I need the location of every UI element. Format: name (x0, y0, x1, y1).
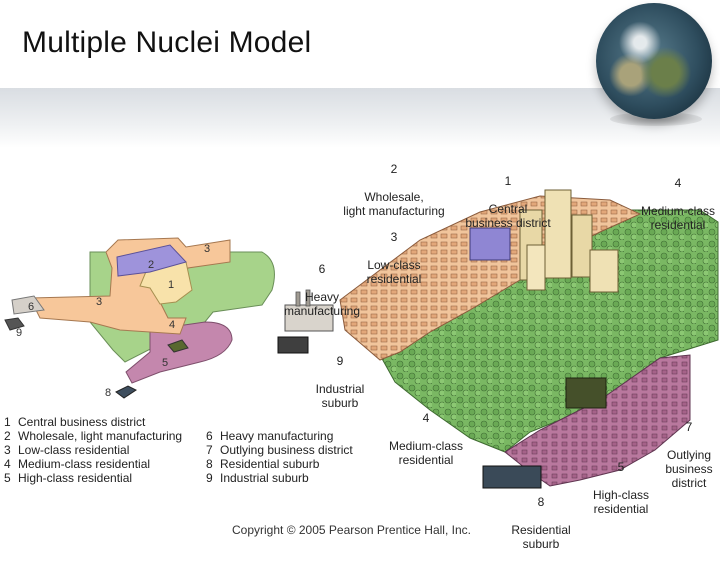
callout-text: Heavy manufacturing (283, 290, 361, 318)
legend-item: 5 High-class residential (4, 471, 182, 485)
copyright-text: Copyright © 2005 Pearson Prentice Hall, … (232, 523, 471, 537)
callout-number: 8 (537, 495, 545, 509)
legend-right: 6 Heavy manufacturing 7 Outlying business … (206, 429, 353, 485)
legend-number: 6 (206, 429, 213, 443)
callout-text: Outlying business district (665, 448, 713, 490)
legend-item: 6 Heavy manufacturing (206, 429, 353, 443)
callout-number: 9 (336, 354, 344, 368)
globe-image (596, 3, 712, 119)
legend-left: 1 Central business district 2 Wholesale, l… (4, 415, 182, 485)
callout-text: Medium-class residential (388, 439, 463, 467)
model-diagram: 1 2 3 3 4 5 6 9 8 (4, 189, 719, 489)
legend-item: 1 Central business district (4, 415, 182, 429)
slide-title: Multiple Nuclei Model (22, 26, 312, 59)
callout-text: Low-class residential (366, 258, 422, 286)
callout-number: 6 (318, 262, 326, 276)
callout-low-class: 3 Low-class residential (356, 216, 432, 300)
heavy-manufacturing-building (284, 289, 334, 332)
map-number-4: 4 (169, 319, 175, 331)
callout-text: Wholesale, light manufacturing (343, 190, 445, 218)
legend-number: 5 (4, 471, 11, 485)
legend-text: Industrial suburb (220, 471, 309, 485)
legend-number: 4 (4, 457, 11, 471)
callout-heavy-manufacturing: 6 Heavy manufacturing (280, 248, 364, 332)
callout-number: 2 (390, 162, 398, 176)
industrial-suburb-block (277, 336, 309, 354)
legend-text: Wholesale, light manufacturing (18, 429, 183, 443)
header-band (0, 88, 720, 148)
legend-number: 8 (206, 457, 213, 471)
zone-1-area (116, 244, 187, 277)
legend-text: Heavy manufacturing (220, 429, 334, 443)
legend-item: 3 Low-class residential (4, 443, 182, 457)
callout-wholesale: 2 Wholesale, light manufacturing (338, 148, 450, 232)
callout-text: Central business district (465, 202, 551, 230)
legend-text: Outlying business district (220, 443, 353, 457)
legend-text: Central business district (18, 415, 146, 429)
callout-number: 3 (390, 230, 398, 244)
callout-text: Medium-class residential (640, 204, 715, 232)
callout-text: Residential suburb (511, 523, 571, 551)
globe-shadow (610, 112, 702, 126)
map-number-2: 2 (148, 259, 154, 271)
callout-number: 7 (685, 420, 693, 434)
zone-2-area (139, 261, 193, 305)
callout-medium-class-top: 4 Medium-class residential (636, 162, 720, 246)
zone-5-area (125, 321, 233, 384)
legend-item: 2 Wholesale, light manufacturing (4, 429, 182, 443)
zone-8-area (115, 385, 137, 399)
legend-number: 1 (4, 415, 11, 429)
map-number-3a: 3 (204, 243, 210, 255)
legend-item: 8 Residential suburb (206, 457, 353, 471)
callout-number: 4 (674, 176, 682, 190)
outlying-business-block (565, 377, 607, 409)
zone-6-area (11, 295, 45, 315)
legend-item: 7 Outlying business district (206, 443, 353, 457)
legend-item: 4 Medium-class residential (4, 457, 182, 471)
legend-text: High-class residential (18, 471, 133, 485)
legend-text: Low-class residential (18, 443, 130, 457)
map-number-5: 5 (162, 357, 168, 369)
callout-cbd: 1 Central business district (458, 160, 558, 244)
legend-number: 2 (4, 429, 11, 443)
map-number-9: 9 (16, 327, 22, 339)
callout-text: High-class residential (592, 488, 649, 516)
map-number-8: 8 (105, 387, 111, 399)
zone-7-area (167, 339, 189, 353)
legend-number: 9 (206, 471, 213, 485)
residential-suburb-block (482, 465, 542, 489)
callout-text: Industrial suburb (315, 382, 365, 410)
callout-high-class: 5 High-class residential (584, 446, 658, 530)
callout-number: 5 (617, 460, 625, 474)
legend-text: Medium-class residential (18, 457, 151, 471)
callout-residential-suburb: 8 Residential suburb (505, 481, 577, 565)
perspective-city (277, 189, 719, 489)
callout-outlying-business: 7 Outlying business district (658, 406, 720, 504)
legend-item: 9 Industrial suburb (206, 471, 353, 485)
legend-number: 3 (4, 443, 11, 457)
callout-number: 4 (422, 411, 430, 425)
cbd-buildings (469, 189, 619, 293)
zone-9-area (4, 317, 25, 331)
callout-number: 1 (504, 174, 512, 188)
map-number-1: 1 (168, 279, 174, 291)
legend-number: 7 (206, 443, 213, 457)
map-number-6: 6 (28, 301, 34, 313)
legend-text: Residential suburb (220, 457, 320, 471)
flat-map (4, 237, 275, 399)
callout-industrial-suburb: 9 Industrial suburb (308, 340, 372, 424)
callout-medium-class-bottom: 4 Medium-class residential (384, 397, 468, 481)
map-number-3b: 3 (96, 296, 102, 308)
